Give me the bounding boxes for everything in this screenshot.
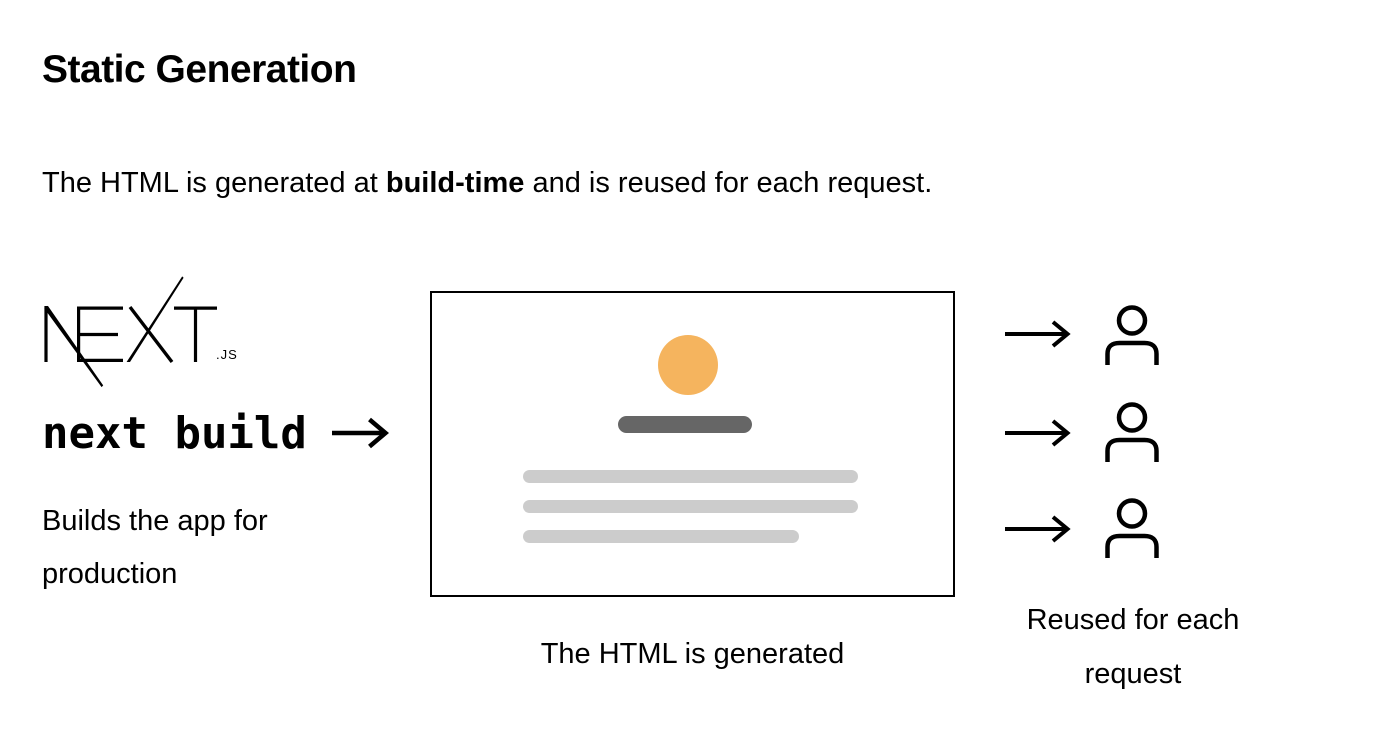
request-arrow-icon xyxy=(1005,320,1071,348)
subtitle-emphasis: build-time xyxy=(385,167,525,199)
build-arrow-icon xyxy=(332,417,389,449)
title-bar-placeholder xyxy=(618,416,752,433)
subtitle-pre: The HTML is generated at xyxy=(42,167,386,199)
page-caption: The HTML is generated xyxy=(540,638,845,670)
user-icon xyxy=(1105,305,1159,365)
text-line-placeholder xyxy=(523,530,799,543)
avatar-placeholder xyxy=(658,335,718,395)
build-description: Builds the app for production xyxy=(42,505,268,590)
requests-caption: Reused for each request xyxy=(1026,604,1240,690)
nextjs-logo-icon: .JS xyxy=(44,276,238,388)
page-subtitle: The HTML is generated at build-time and … xyxy=(42,166,932,201)
user-icon xyxy=(1105,402,1159,462)
logo-suffix: .JS xyxy=(216,347,238,362)
generated-html-page xyxy=(430,291,955,597)
user-icon xyxy=(1105,498,1159,558)
request-arrow-icon xyxy=(1005,419,1071,447)
subtitle-post: and is reused for each request. xyxy=(524,167,933,199)
page-title: Static Generation xyxy=(42,48,357,91)
text-line-placeholder xyxy=(523,500,858,513)
build-command: next build xyxy=(42,408,307,459)
request-arrow-icon xyxy=(1005,515,1071,543)
text-line-placeholder xyxy=(523,470,858,483)
